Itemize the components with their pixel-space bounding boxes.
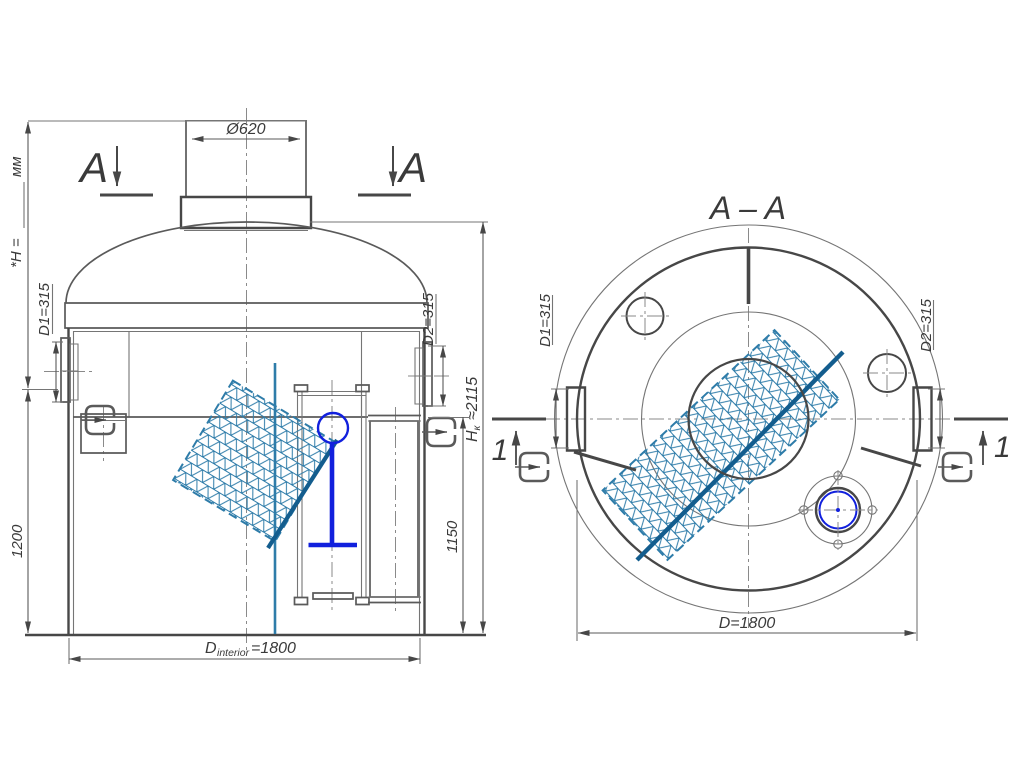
svg-text:1200: 1200: [9, 524, 26, 558]
svg-text:=1800: =1800: [251, 640, 296, 657]
outlet-column: [368, 416, 421, 603]
flanged-outlet: [798, 470, 878, 550]
dim-nozzle-d2-plan: D2=315: [918, 298, 945, 448]
section-letter-right: A: [396, 144, 427, 191]
nozzle-d2-plan: [914, 388, 932, 451]
front-view: A A Ø620 *H = мм 1200: [8, 108, 488, 664]
dim-nozzle-d1: D1=315: [36, 282, 63, 402]
manhole-flange: [181, 197, 311, 228]
skimmer-pipe: [318, 413, 348, 443]
svg-text:interior: interior: [217, 647, 250, 659]
section-title: A – A: [708, 190, 786, 226]
nozzle-d1-plan: [567, 388, 585, 451]
section-mark-right: A: [358, 144, 427, 195]
dim-1200: 1200: [9, 389, 32, 634]
level-column: [309, 444, 358, 545]
svg-text:1: 1: [492, 434, 509, 467]
svg-text:H: H: [464, 430, 481, 442]
dim-manhole-diameter: Ø620: [191, 121, 301, 142]
manhole-projection-circle: [689, 359, 809, 479]
weld-symbol-plan-left: [515, 453, 548, 481]
dim-diameter-plan: D=1800: [577, 480, 917, 641]
section-letter-left: A: [77, 144, 108, 191]
svg-text:D1=315: D1=315: [537, 293, 554, 347]
manhole-neck: [181, 120, 311, 231]
dim-shell-height: H к ≈2115: [310, 222, 488, 634]
svg-text:мм: мм: [8, 156, 25, 177]
svg-text:D: D: [205, 640, 217, 657]
weld-symbol-front-right: [422, 418, 455, 446]
vessel-dome: [66, 222, 427, 303]
svg-text:≈2115: ≈2115: [464, 377, 481, 420]
svg-text:D=1800: D=1800: [719, 615, 776, 632]
dim-nozzle-d2: D2=315: [420, 292, 446, 406]
section-mark-left: A: [77, 144, 153, 195]
nozzle-d2: [415, 342, 432, 406]
svg-text:1: 1: [994, 431, 1011, 464]
inner-compartment-circle: [642, 312, 856, 526]
nozzle-d1: [61, 338, 78, 402]
svg-text:к: к: [471, 425, 483, 431]
dim-1150: 1150: [428, 416, 470, 634]
dome-ring-band: [65, 303, 428, 328]
coalescing-mesh-front: [173, 381, 335, 542]
svg-text:D1=315: D1=315: [36, 282, 53, 336]
svg-text:Ø620: Ø620: [225, 121, 265, 138]
cut-mark-1-left: 1: [492, 419, 546, 467]
weld-symbol-plan-right: [938, 453, 971, 481]
dim-inner-diameter: D interior =1800: [69, 638, 420, 664]
dim-nozzle-d1-plan: D1=315: [537, 293, 569, 448]
section-view-a-a: A – A: [492, 190, 1011, 641]
baffle-plate-left: [574, 452, 636, 470]
svg-text:*H =: *H =: [8, 238, 25, 268]
svg-text:D2=315: D2=315: [918, 298, 935, 352]
svg-text:1150: 1150: [444, 520, 461, 553]
dim-overall-height: *H = мм: [8, 121, 306, 390]
baffle-plate-right: [861, 448, 921, 466]
svg-text:D2=315: D2=315: [420, 292, 437, 346]
dome-nozzle-2: [863, 349, 911, 397]
vessel-shell: [69, 328, 425, 634]
cut-mark-1-right: 1: [954, 419, 1011, 465]
dome-nozzle-1: [621, 292, 669, 340]
mesh-support-plate: [268, 440, 337, 548]
mesh-support-plate-plan: [637, 352, 843, 560]
